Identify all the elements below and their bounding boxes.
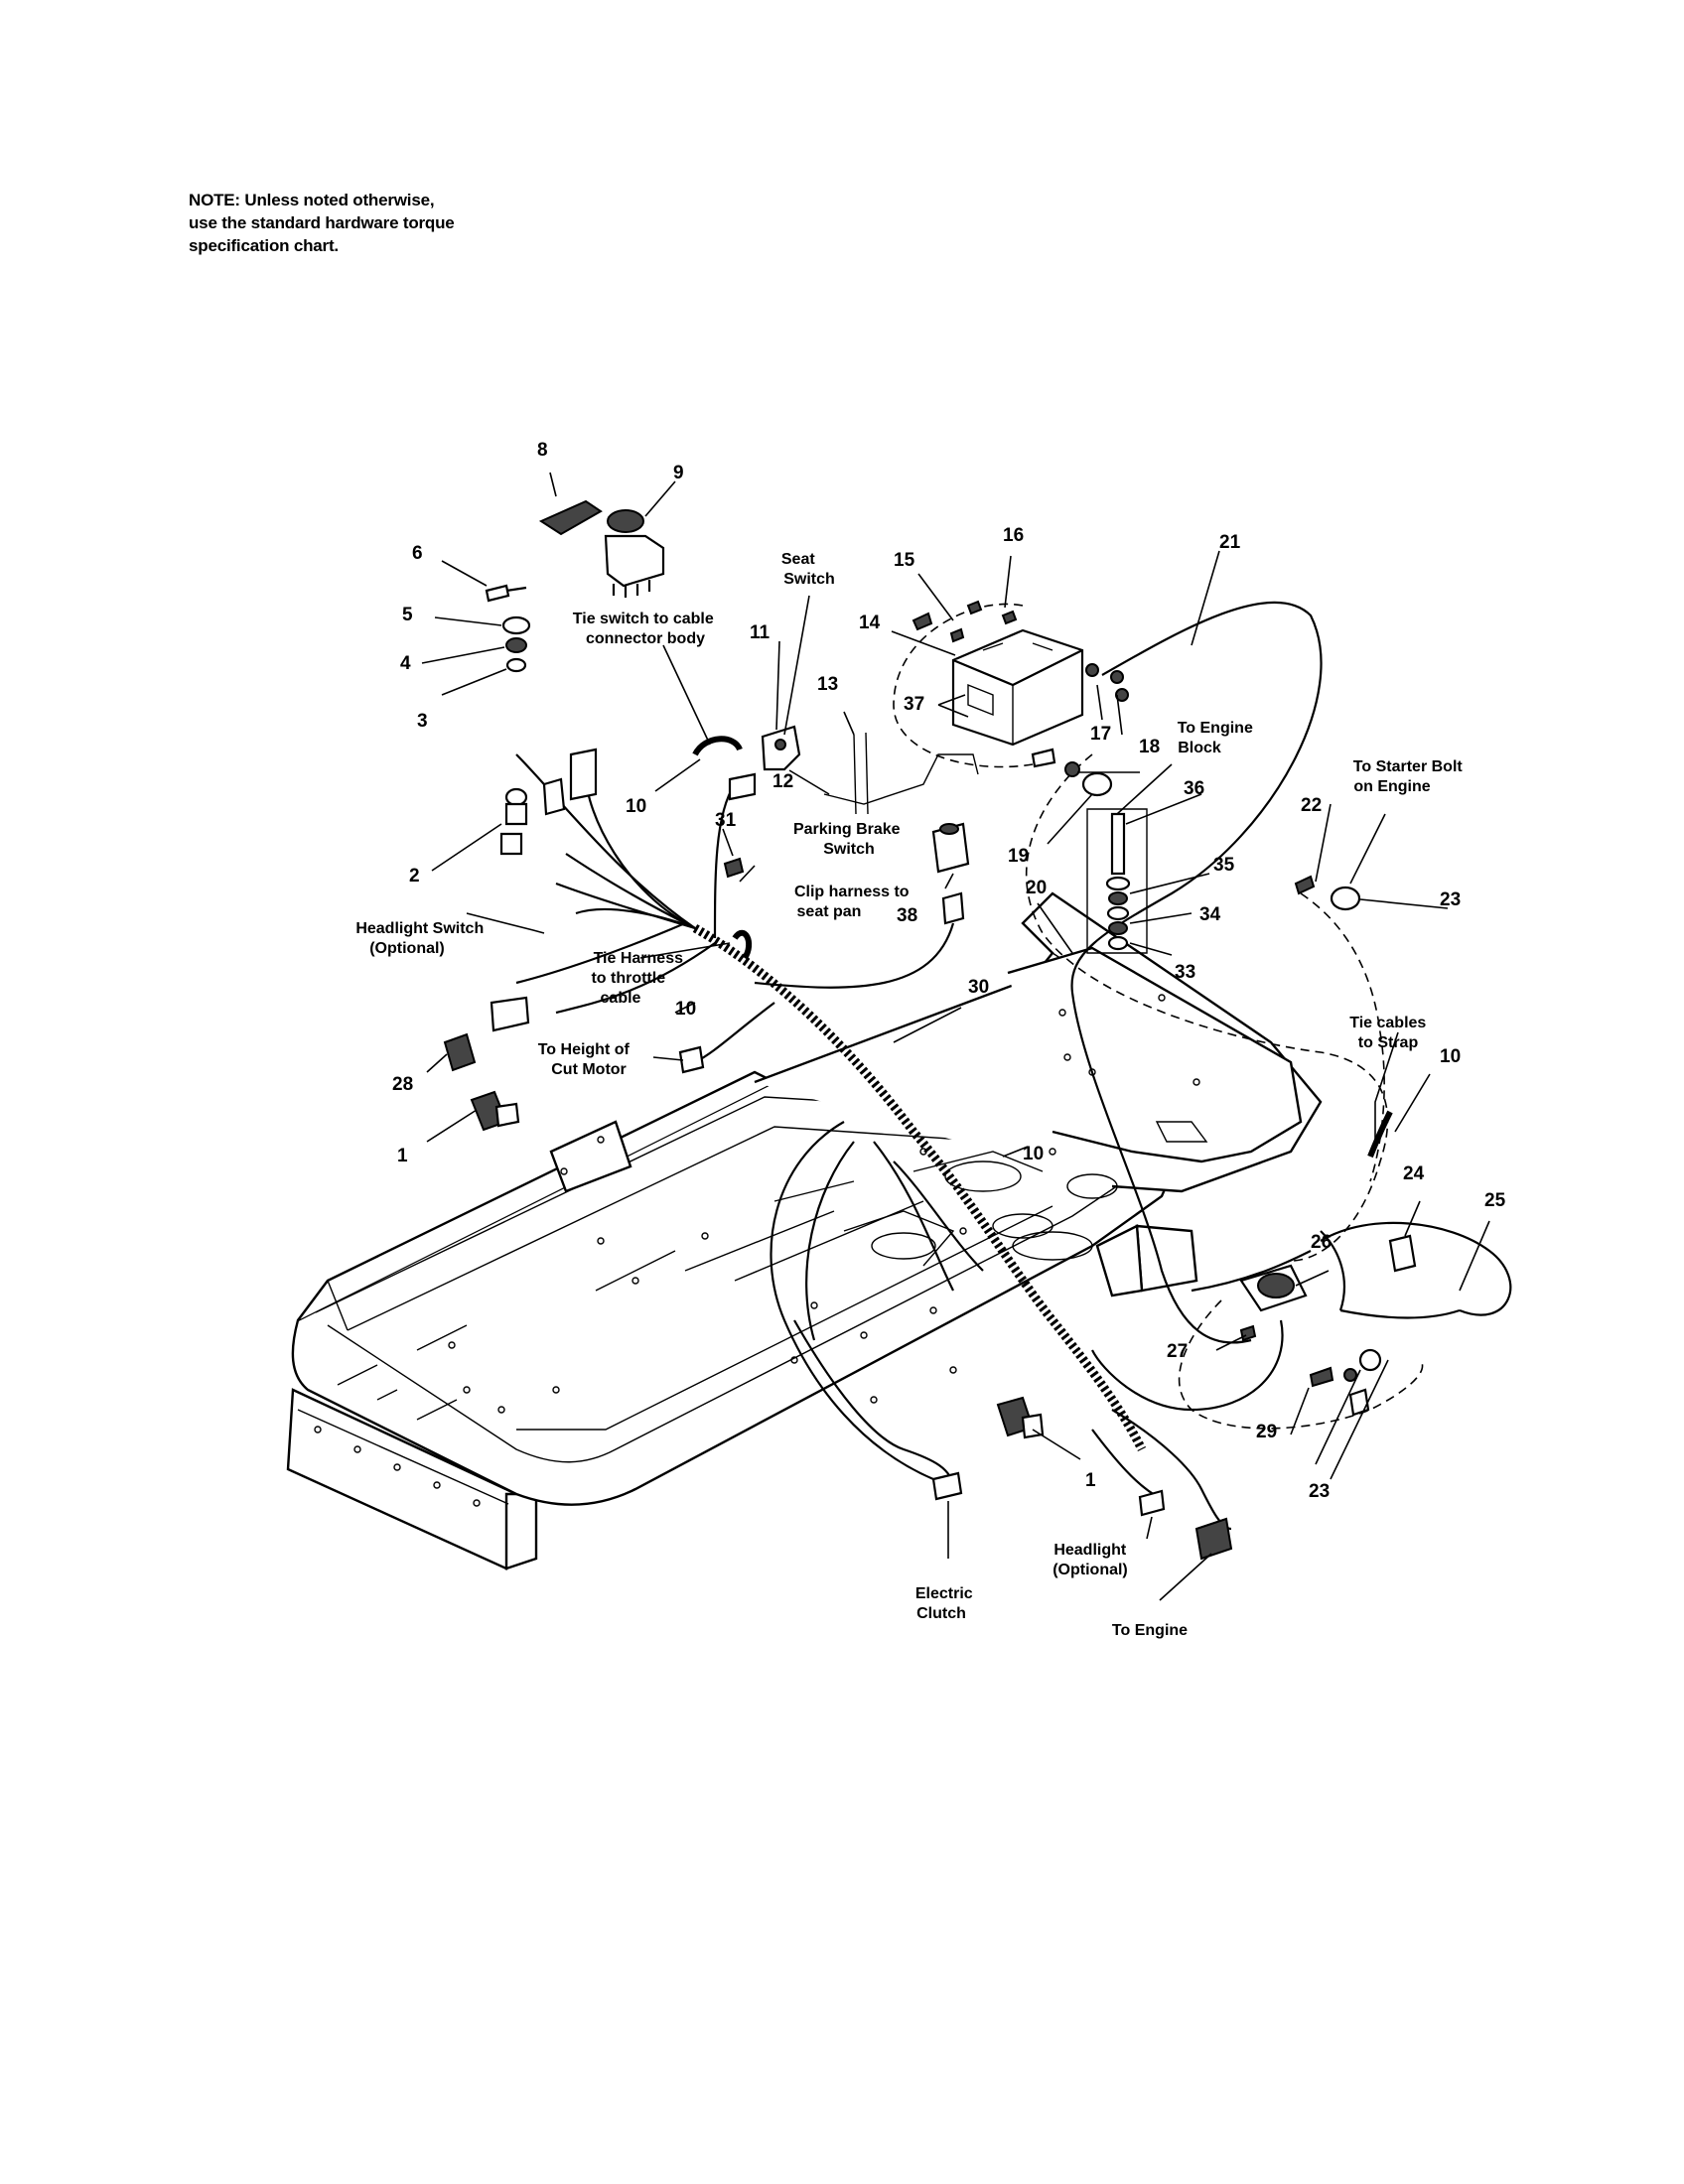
height-of-cut-connector xyxy=(678,1045,705,1074)
battery-terminal-bolts-part-14-16 xyxy=(912,600,1018,643)
callout-37: 37 xyxy=(904,694,924,715)
solenoid-bolt-part-29 xyxy=(1309,1366,1334,1388)
callout-35: 35 xyxy=(1213,855,1235,876)
callout-27: 27 xyxy=(1167,1341,1188,1362)
callout-10d: 10 xyxy=(1440,1046,1461,1067)
callout-23b: 23 xyxy=(1309,1481,1330,1502)
callout-9: 9 xyxy=(673,463,684,483)
callout-17: 17 xyxy=(1090,724,1111,745)
ignition-key-part-6 xyxy=(485,584,527,603)
label-parking-brake-switch: Parking Brake Switch xyxy=(793,821,905,858)
label-headlight: Headlight (Optional) xyxy=(1052,1542,1130,1578)
terminal-boot-part-18-19 xyxy=(1031,748,1113,797)
electric-clutch-connector xyxy=(931,1471,963,1501)
label-starter-bolt: To Starter Bolt on Engine xyxy=(1353,758,1467,795)
label-tie-cables: Tie cables to Strap xyxy=(1349,1015,1431,1051)
harness-clip-part-31 xyxy=(723,857,745,879)
callout-10a: 10 xyxy=(626,796,646,817)
leader-lines xyxy=(421,472,1490,1601)
callout-36: 36 xyxy=(1184,778,1204,799)
note-line-1: NOTE: Unless noted otherwise, xyxy=(189,191,435,209)
fuse-holder-part-24 xyxy=(1388,1234,1417,1273)
callout-29: 29 xyxy=(1256,1422,1277,1442)
callout-30: 30 xyxy=(968,977,989,998)
wiring-harness xyxy=(515,601,1512,1531)
label-engine-block: To Engine Block xyxy=(1178,720,1258,756)
note-line-2: use the standard hardware torque xyxy=(189,213,455,232)
callout-10b: 10 xyxy=(675,999,696,1020)
callout-6: 6 xyxy=(412,543,423,564)
starter-terminal-part-22-23 xyxy=(1294,875,1361,911)
engine-connector xyxy=(1194,1517,1233,1561)
ignition-switch-part-2 xyxy=(499,748,598,856)
key-cover-part-8 xyxy=(538,499,603,536)
callout-26: 26 xyxy=(1311,1232,1332,1253)
callout-13: 13 xyxy=(817,674,838,695)
callout-10c: 10 xyxy=(1023,1144,1044,1164)
solenoid-screw-part-27 xyxy=(1239,1324,1257,1342)
callout-21: 21 xyxy=(1219,532,1241,553)
torque-note: NOTE: Unless noted otherwise, use the st… xyxy=(189,189,586,257)
engine-block-hardware-part-33-36 xyxy=(1086,808,1148,954)
label-tie-harness: Tie Harness to throttle cable xyxy=(591,950,687,1007)
callout-15: 15 xyxy=(894,550,915,571)
callout-11: 11 xyxy=(750,622,771,643)
label-clip-harness: Clip harness to seat pan xyxy=(794,884,913,920)
battery-cable-fasteners-part-17 xyxy=(1085,663,1129,702)
callout-8: 8 xyxy=(537,440,548,461)
callout-1b: 1 xyxy=(1085,1470,1096,1491)
callout-33: 33 xyxy=(1175,962,1195,983)
battery-part-37 xyxy=(951,628,1084,747)
callout-24: 24 xyxy=(1403,1163,1425,1184)
callout-31: 31 xyxy=(715,810,737,831)
starter-solenoid-part-26 xyxy=(1239,1264,1308,1312)
callout-22: 22 xyxy=(1301,795,1322,816)
callout-18: 18 xyxy=(1139,737,1160,757)
ignition-washers-part-3-5 xyxy=(501,615,531,673)
label-headlight-switch: Headlight Switch (Optional) xyxy=(355,920,488,957)
headlight-connector xyxy=(1138,1489,1166,1517)
callout-38: 38 xyxy=(897,905,917,926)
headlight-switch-part-28 xyxy=(443,996,530,1072)
callout-34: 34 xyxy=(1199,904,1221,925)
label-seat-switch: Seat Switch xyxy=(781,551,835,588)
callout-19: 19 xyxy=(1008,846,1029,867)
relay-part-1-left xyxy=(470,1090,520,1132)
parking-brake-switch-part-38 xyxy=(931,822,970,925)
callout-28: 28 xyxy=(392,1074,413,1095)
callout-12: 12 xyxy=(772,771,793,792)
callout-20: 20 xyxy=(1026,878,1047,898)
callout-4: 4 xyxy=(400,653,411,674)
callout-2: 2 xyxy=(409,866,420,887)
terminal-boots-part-23-lower xyxy=(1343,1348,1382,1417)
label-height-of-cut: To Height of Cut Motor xyxy=(538,1041,634,1078)
callout-25: 25 xyxy=(1484,1190,1506,1211)
label-electric-clutch: Electric Clutch xyxy=(915,1585,977,1622)
part-callouts: 8 9 6 5 4 3 2 11 13 12 10 14 15 16 37 21… xyxy=(392,440,1506,1502)
callout-14: 14 xyxy=(859,613,881,633)
callout-23a: 23 xyxy=(1440,889,1461,910)
seat-switch-part-11 xyxy=(728,725,801,801)
label-tie-switch: Tie switch to cable connector body xyxy=(573,611,718,647)
note-line-3: specification chart. xyxy=(189,236,339,255)
component-labels: Seat Switch Tie switch to cable connecto… xyxy=(355,551,1467,1639)
callout-1a: 1 xyxy=(397,1146,408,1166)
callout-3: 3 xyxy=(417,711,428,732)
callout-5: 5 xyxy=(402,605,413,625)
label-to-engine: To Engine xyxy=(1112,1622,1188,1639)
mower-deck-frame xyxy=(286,891,1323,1570)
cable-tie-part-10 xyxy=(692,736,1393,1159)
parking-brake-rod-part-12-13 xyxy=(823,732,979,815)
pto-switch-part-9 xyxy=(604,509,665,598)
callout-16: 16 xyxy=(1003,525,1024,546)
